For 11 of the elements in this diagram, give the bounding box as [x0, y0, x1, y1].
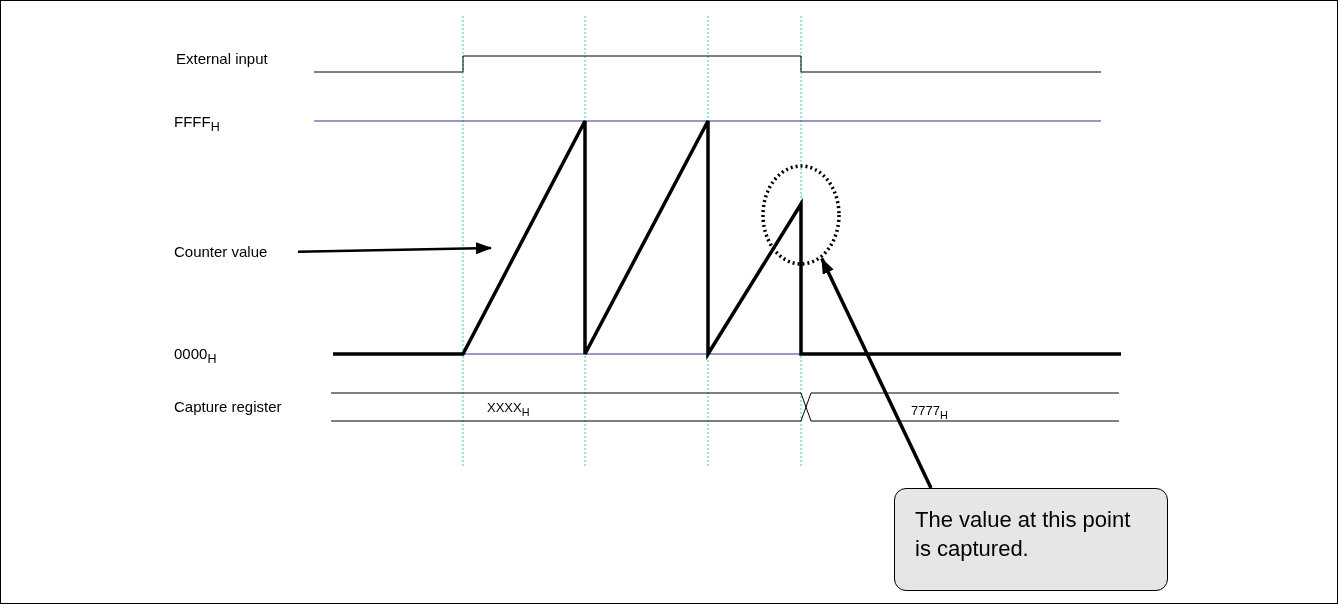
- leader-line: [297, 242, 492, 255]
- register-value: 7777$_{H}$: [911, 403, 948, 421]
- level-label: FFFF$_{H}$: [174, 113, 220, 134]
- dotted-circle: [761, 164, 841, 266]
- signal-name: Capture register: [174, 398, 282, 415]
- callout-box: The value at this point is captured.: [894, 488, 1168, 591]
- level-label: 0000$_{H}$: [174, 345, 217, 366]
- callout-arrow: [820, 257, 933, 489]
- signal-name: Counter value: [174, 243, 298, 263]
- signal-name: External input: [176, 50, 268, 67]
- register-value: XXXX$_{H}$: [487, 400, 530, 418]
